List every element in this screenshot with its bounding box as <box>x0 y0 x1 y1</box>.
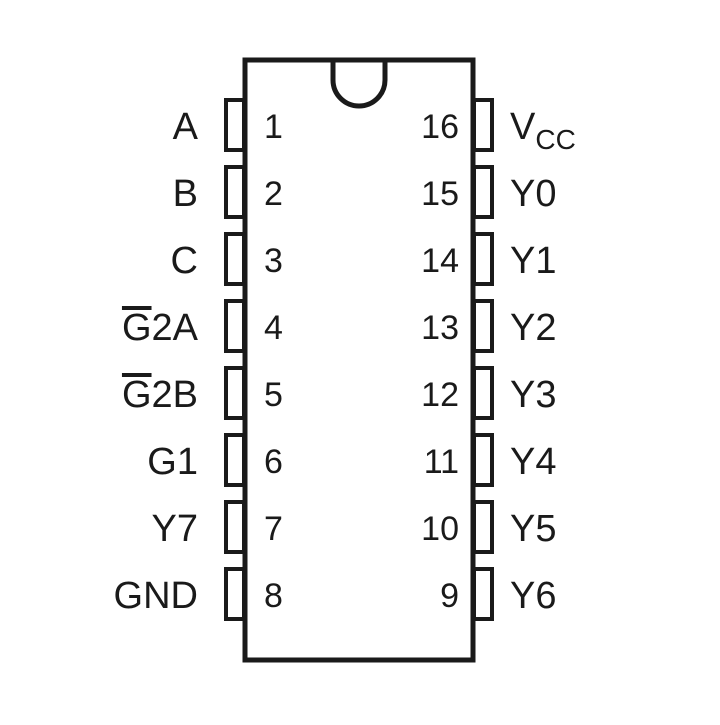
pin-6-number: 6 <box>264 443 283 481</box>
pin-10-lead <box>472 500 494 554</box>
pin-10-number: 10 <box>421 510 459 548</box>
pin-13-lead <box>472 299 494 353</box>
pin-12-label: Y3 <box>510 374 556 416</box>
pin-9-number: 9 <box>440 577 459 615</box>
pin-3-label: C <box>171 240 198 282</box>
pin-16-label-subscript: CC <box>535 124 575 155</box>
chip-body <box>242 57 476 663</box>
pin-5-lead <box>224 366 246 420</box>
pin-9-lead <box>472 567 494 621</box>
pin-14-number: 14 <box>421 242 459 280</box>
pin-6-lead <box>224 433 246 487</box>
pin-3-number: 3 <box>264 242 283 280</box>
orientation-notch <box>330 62 388 109</box>
pin-7-label: Y7 <box>152 508 198 550</box>
pin-1-number: 1 <box>264 108 283 146</box>
pin-15-number: 15 <box>421 175 459 213</box>
pin-15-lead <box>472 165 494 219</box>
pin-8-label: GND <box>114 575 198 617</box>
pin-8-number: 8 <box>264 577 283 615</box>
pin-4-label: G2A <box>122 307 199 349</box>
pin-9-label: Y6 <box>510 575 556 617</box>
pin-13-label: Y2 <box>510 307 556 349</box>
pin-4-number: 4 <box>264 309 283 347</box>
pin-7-number: 7 <box>264 510 283 548</box>
pin-5-number: 5 <box>264 376 283 414</box>
pin-8-lead <box>224 567 246 621</box>
pin-14-label: Y1 <box>510 240 556 282</box>
pin-10-label: Y5 <box>510 508 556 550</box>
pin-14-lead <box>472 232 494 286</box>
pin-16-label: VCC <box>510 106 576 155</box>
pin-2-number: 2 <box>264 175 283 213</box>
pin-11-lead <box>472 433 494 487</box>
pin-16-lead <box>472 98 494 152</box>
left-pin-group: 1 A 2 B 3 C 4 G2A 5 G2B 6 G1 7 Y7 8 GND <box>114 98 283 621</box>
pin-11-number: 11 <box>424 443 459 481</box>
right-pin-group: 16 VCC 15 Y0 14 Y1 13 Y2 12 Y3 11 Y4 10 Y5 9 Y6 <box>421 98 576 621</box>
pin-12-number: 12 <box>421 376 459 414</box>
pin-16-number: 16 <box>421 108 459 146</box>
pin-12-lead <box>472 366 494 420</box>
pin-3-lead <box>224 232 246 286</box>
pin-13-number: 13 <box>421 309 459 347</box>
pin-1-lead <box>224 98 246 152</box>
pin-11-label: Y4 <box>510 441 556 483</box>
pin-15-label: Y0 <box>510 173 556 215</box>
pin-7-lead <box>224 500 246 554</box>
pin-2-label: B <box>173 173 198 215</box>
pin-6-label: G1 <box>147 441 198 483</box>
pin-5-label: G2B <box>122 374 198 416</box>
pin-4-lead <box>224 299 246 353</box>
pin-2-lead <box>224 165 246 219</box>
pin-1-label: A <box>173 106 199 148</box>
